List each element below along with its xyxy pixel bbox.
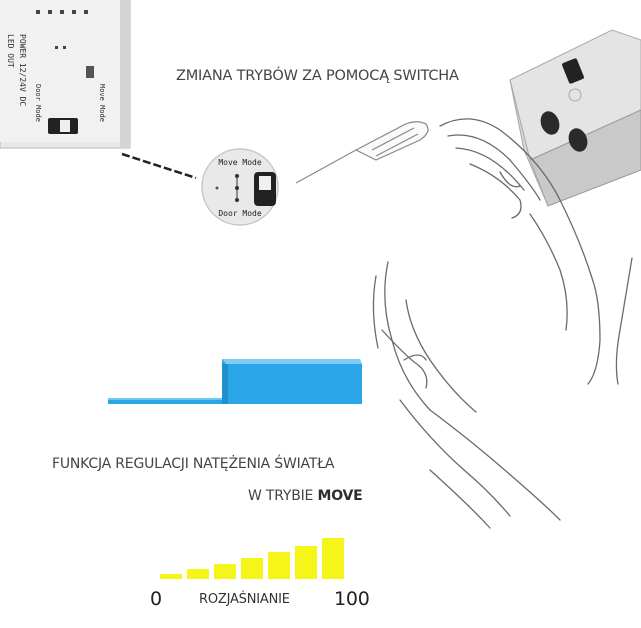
device-label-move-mode: Move Mode	[98, 84, 106, 122]
controller-module-right	[509, 29, 641, 207]
brightness-bar	[160, 574, 182, 579]
brightness-bar	[268, 552, 290, 579]
device-label-led: LED OUT	[6, 34, 15, 68]
controller-module-left: POWER 12/24V DC LED OUT Move Mode Door M…	[0, 0, 197, 180]
zoom-label-door-mode: Door Mode	[218, 209, 262, 218]
brightness-caption: ROZJAŚNIANIE	[199, 592, 290, 607]
heading-switch-modes: ZMIANA TRYBÓW ZA POMOCĄ SWITCHA	[176, 68, 459, 84]
brightness-bar	[241, 558, 263, 579]
blue-sensor-module	[108, 359, 362, 404]
heading-dimming-function: FUNKCJA REGULACJI NATĘŻENIA ŚWIATŁA	[52, 456, 335, 472]
heading-dimming-mode: W TRYBIE MOVE	[248, 488, 363, 504]
switch-zoom-circle: Move Mode Door Mode	[201, 148, 279, 226]
brightness-bar	[214, 564, 236, 579]
zoom-label-move-mode: Move Mode	[218, 158, 262, 167]
heading-dimming-mode-prefix: W TRYBIE	[248, 488, 314, 504]
brightness-bar	[322, 538, 344, 579]
hand-upper	[439, 118, 633, 385]
heading-dimming-mode-name: MOVE	[317, 488, 363, 504]
brightness-bar	[295, 546, 317, 579]
screwdriver	[295, 121, 429, 184]
brightness-min-label: 0	[150, 588, 162, 610]
hand-lower	[372, 261, 561, 529]
brightness-scale-bars	[160, 538, 344, 579]
device-label-power: POWER 12/24V DC	[18, 34, 27, 106]
device-label-door-mode: Door Mode	[34, 84, 42, 122]
brightness-bar	[187, 569, 209, 579]
brightness-max-label: 100	[334, 588, 370, 610]
